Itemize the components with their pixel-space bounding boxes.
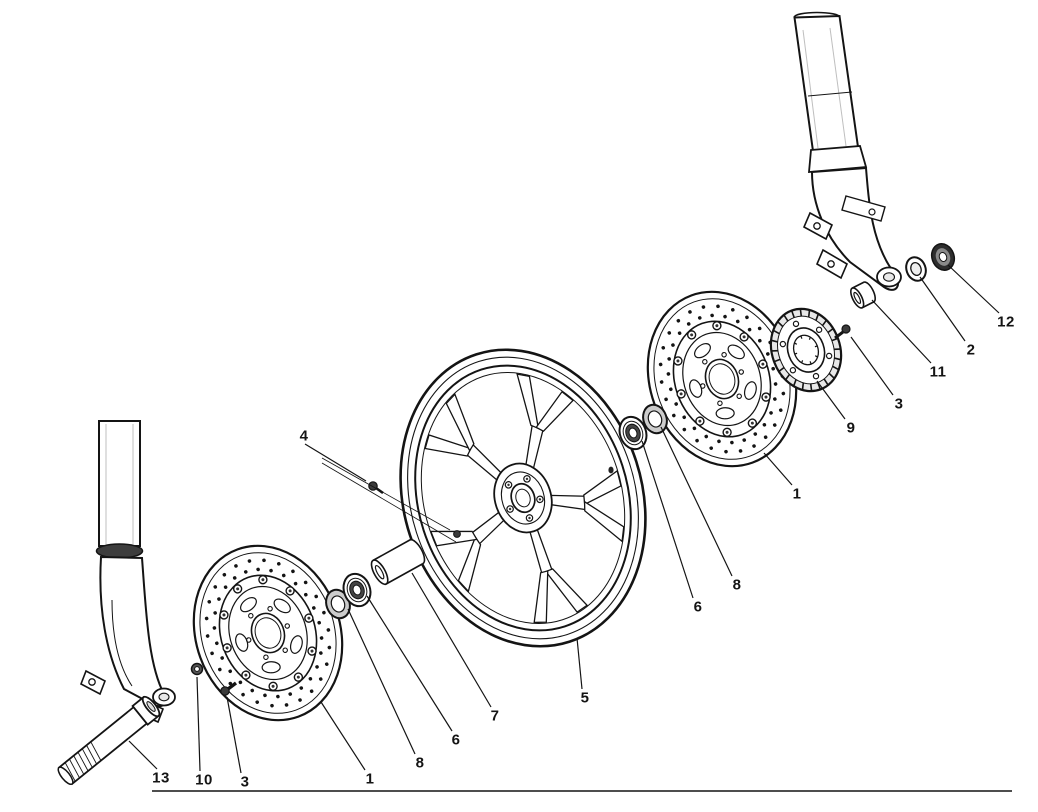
bolt-shaft bbox=[226, 681, 238, 691]
nut-hole bbox=[194, 666, 200, 672]
callout-1-left: 1 bbox=[365, 770, 375, 788]
brake-disc-left bbox=[192, 544, 344, 722]
callout-10: 10 bbox=[195, 771, 213, 789]
leader-line bbox=[919, 276, 966, 342]
fork-slider-left bbox=[99, 555, 167, 708]
bearing-left bbox=[342, 572, 372, 608]
washer-hole bbox=[910, 262, 922, 276]
leader-line bbox=[128, 740, 158, 770]
fork-slider-line bbox=[111, 599, 133, 687]
fork-bracket-hole bbox=[868, 208, 876, 216]
caliper-mount-hole bbox=[827, 260, 835, 268]
caliper-mount-hole bbox=[813, 222, 821, 230]
bolt-head bbox=[841, 324, 851, 334]
hub-screw-head bbox=[453, 530, 461, 538]
front-fork-right bbox=[793, 11, 902, 291]
leader-line bbox=[196, 676, 201, 772]
bolt-head bbox=[220, 686, 230, 696]
leader-line bbox=[660, 426, 733, 577]
leader-line bbox=[320, 701, 366, 771]
fork-tube-joint bbox=[807, 91, 853, 97]
wheel-spacer bbox=[370, 538, 426, 586]
callout-8-right: 8 bbox=[732, 576, 742, 594]
caliper-mount-tab bbox=[802, 211, 834, 241]
callout-13: 13 bbox=[152, 769, 170, 787]
callout-3-right: 3 bbox=[894, 395, 904, 413]
caliper-mount-tab bbox=[79, 669, 107, 696]
leader-line bbox=[226, 696, 242, 774]
valve-hole bbox=[608, 466, 614, 474]
cap-nut bbox=[930, 243, 956, 271]
callout-11: 11 bbox=[929, 363, 947, 381]
callout-4: 4 bbox=[299, 427, 309, 445]
tone-wheel-bolt bbox=[834, 324, 851, 340]
front-axle bbox=[57, 695, 161, 786]
fork-tube-highlight bbox=[829, 27, 847, 147]
disc-bolt-left bbox=[220, 681, 238, 696]
leader-line bbox=[347, 608, 416, 755]
callout-7: 7 bbox=[490, 707, 500, 725]
screw-head bbox=[368, 481, 378, 491]
leader-line bbox=[816, 380, 846, 420]
brake-disc-right bbox=[646, 290, 798, 468]
leader-lines bbox=[128, 264, 1012, 792]
seal-left bbox=[325, 588, 351, 620]
front-wheel-rim bbox=[399, 348, 647, 648]
leader-line bbox=[947, 264, 1000, 314]
axle-nut bbox=[190, 662, 204, 676]
leader-line bbox=[576, 637, 583, 690]
callout-3-left: 3 bbox=[240, 773, 250, 791]
axle-boss-hole bbox=[158, 692, 170, 702]
leader-line bbox=[763, 452, 793, 486]
axle-spacer bbox=[850, 281, 876, 309]
fork-dust-seal bbox=[95, 543, 144, 559]
leader-line bbox=[850, 336, 894, 396]
washer bbox=[905, 256, 927, 282]
caliper-mount-hole bbox=[88, 678, 96, 686]
leader-line bbox=[366, 595, 453, 732]
bolt-shaft bbox=[834, 330, 844, 340]
bearing-right bbox=[618, 415, 648, 451]
cap-hole bbox=[938, 252, 948, 262]
callout-6-left: 6 bbox=[451, 731, 461, 749]
fork-tube-left bbox=[98, 420, 141, 547]
locating-line bbox=[321, 457, 451, 531]
callout-9: 9 bbox=[846, 419, 856, 437]
tone-wheel bbox=[769, 307, 843, 393]
locating-line bbox=[321, 462, 457, 543]
leader-line bbox=[411, 572, 492, 708]
seal-right bbox=[642, 403, 668, 435]
caliper-mount-tab bbox=[815, 248, 849, 280]
callout-6-right: 6 bbox=[693, 598, 703, 616]
leader-line bbox=[871, 299, 932, 364]
axle-boss-hole bbox=[882, 272, 896, 282]
fork-tube-highlight bbox=[802, 29, 819, 149]
callout-8-left: 8 bbox=[415, 754, 425, 772]
callout-12: 12 bbox=[997, 313, 1015, 331]
front-fork-left bbox=[79, 420, 176, 724]
leader-line bbox=[641, 440, 694, 599]
callout-5: 5 bbox=[580, 689, 590, 707]
callout-2: 2 bbox=[966, 341, 976, 359]
leader-line bbox=[304, 443, 367, 482]
callout-1-right: 1 bbox=[792, 485, 802, 503]
